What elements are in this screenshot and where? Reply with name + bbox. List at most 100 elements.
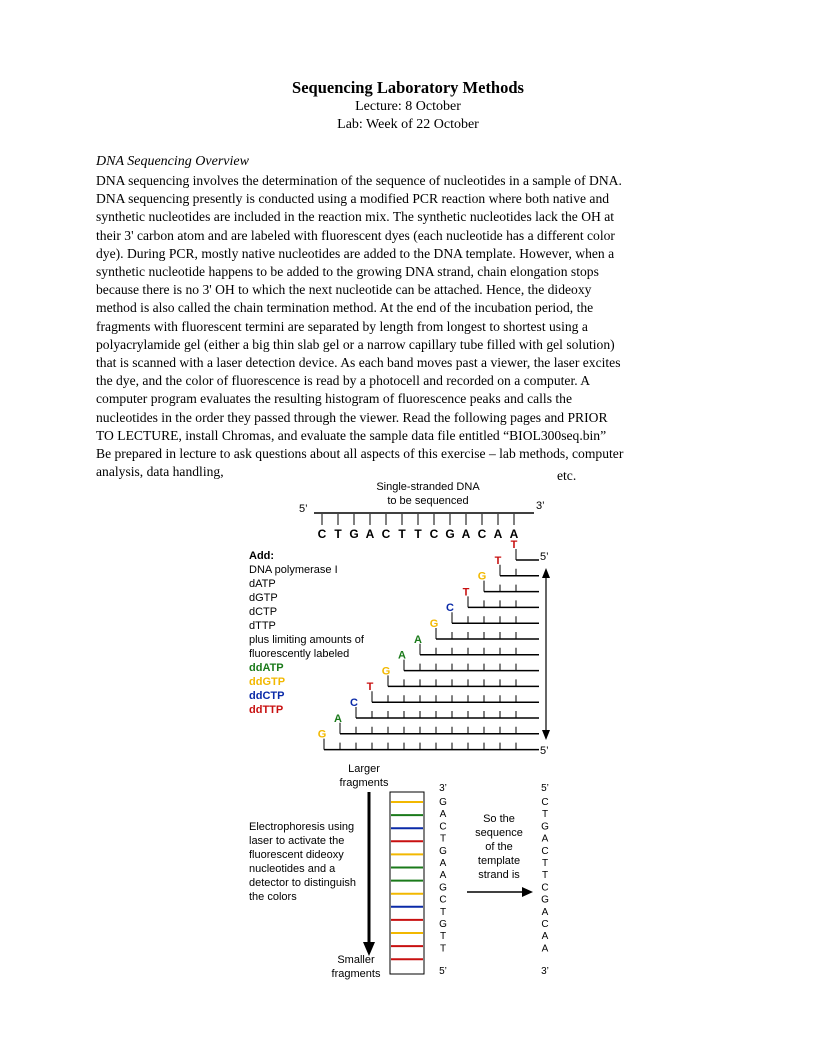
electrophoresis-text: Electrophoresis using laser to activate … (249, 821, 357, 903)
gel-read-base: G (439, 919, 447, 930)
length-arrow-down-head (542, 730, 550, 740)
smaller-fragments-label: Smaller fragments (318, 953, 394, 981)
reagent-item: plus limiting amounts of (249, 634, 364, 646)
larger-label-line: Larger (348, 763, 380, 775)
template-5-prime-label: 5’ (299, 503, 308, 515)
gel-read-base: G (439, 882, 447, 893)
template-read-base: A (542, 907, 549, 918)
paragraph-line: synthetic nucleotide happens to be added… (96, 264, 599, 280)
fragment-terminal-base: G (478, 571, 487, 583)
template-base: T (334, 527, 342, 541)
reagent-item: dGTP (249, 592, 278, 604)
paragraph-line: that is scanned with a laser detection d… (96, 355, 621, 371)
gel-read-base: T (440, 943, 446, 954)
ddttp-label: ddTTP (249, 704, 284, 716)
reagent-list: Add: DNA polymerase I dATP dGTP dCTP dTT… (249, 549, 364, 717)
paragraph-line: DNA sequencing involves the determinatio… (96, 173, 622, 188)
template-read-base: C (541, 882, 548, 893)
overview-paragraph: DNA sequencing involves the determinatio… (96, 172, 726, 481)
gel-read-base: T (440, 931, 446, 942)
fragment-terminal-base: T (463, 586, 470, 598)
template-read-base: T (542, 858, 548, 869)
template-base: C (478, 527, 487, 541)
gel-read-base: A (440, 809, 447, 820)
fragment-terminal-base: T (495, 555, 502, 567)
paragraph-line: dye). During PCR, mostly native nucleoti… (96, 245, 615, 261)
paragraph-line: DNA sequencing presently is conducted us… (96, 191, 610, 207)
gel-read-base: G (439, 797, 447, 808)
template-base: G (349, 527, 358, 541)
result-arrow-head (522, 887, 533, 897)
template-base: A (494, 527, 503, 541)
gel-read-base: T (440, 907, 446, 918)
fragment-terminal-base: G (318, 729, 327, 741)
smaller-label-line: Smaller (337, 954, 375, 966)
template-base: G (445, 527, 454, 541)
gel-read-base: C (439, 895, 446, 906)
template-3-prime-label: 3’ (536, 500, 545, 512)
add-heading: Add: (249, 550, 275, 562)
fragment-terminal-base: T (367, 681, 374, 693)
template-base: A (462, 527, 471, 541)
template-read-base: A (542, 834, 549, 845)
gel-read-base: T (440, 834, 446, 845)
lab-date: Lab: Week of 22 October (337, 117, 479, 132)
paragraph-line: computer program evaluates the resulting… (96, 391, 572, 407)
smaller-label-line: fragments (331, 968, 381, 980)
paragraph-line: method is also called the chain terminat… (96, 300, 594, 316)
template-base: T (398, 527, 406, 541)
template-base: C (430, 527, 439, 541)
template-read-base: T (542, 809, 548, 820)
template-base: T (414, 527, 422, 541)
paragraph-line: fragments with fluorescent termini are s… (96, 318, 588, 334)
paragraph-line: their 3' carbon atom and are labeled wit… (96, 227, 615, 243)
fragment-terminal-base: A (398, 650, 406, 662)
larger-label-line: fragments (339, 777, 389, 789)
paragraph-line: polyacrylamide gel (either a big thin sl… (96, 336, 615, 352)
migration-arrow-head (363, 942, 375, 956)
gel-read-base: A (440, 858, 447, 869)
ladder-bottom-5-prime-label: 5’ (540, 745, 549, 757)
template-read-top-label: 5’ (541, 783, 549, 794)
reagent-item: DNA polymerase I (249, 564, 338, 576)
template-read-base: A (542, 943, 549, 954)
template-read-base: C (541, 797, 548, 808)
paragraph-line: nucleotides in the order they passed thr… (96, 409, 608, 425)
template-base: A (510, 527, 519, 541)
template-read-base: G (541, 895, 549, 906)
length-arrow-up-head (542, 568, 550, 578)
template-label-line: Single-stranded DNA (376, 481, 480, 493)
template-read-base: G (541, 821, 549, 832)
gel-read-bottom-label: 5’ (439, 966, 447, 977)
gel-read-top-label: 3’ (439, 783, 447, 794)
gel-read-base: A (440, 870, 447, 881)
reagent-item: dATP (249, 578, 276, 590)
reagent-item: dTTP (249, 620, 276, 632)
ddgtp-label: ddGTP (249, 676, 286, 688)
gel-read-base: G (439, 846, 447, 857)
template-read-base: C (541, 919, 548, 930)
so-text-line: template (477, 855, 521, 867)
template-base: A (366, 527, 375, 541)
paragraph-line: synthetic nucleotides are included in th… (96, 209, 615, 225)
so-sequence-text: So the sequence of the template strand i… (466, 812, 532, 882)
reagent-item: dCTP (249, 606, 278, 618)
ddctp-label: ddCTP (249, 690, 285, 702)
template-label-line: to be sequenced (387, 495, 469, 507)
lecture-date: Lecture: 8 October (355, 99, 461, 114)
ladder-top-5-prime-label: 5’ (540, 551, 549, 563)
template-read-base: C (541, 846, 548, 857)
fragment-terminal-base: G (430, 618, 439, 630)
fragment-terminal-base: G (382, 665, 391, 677)
paragraph-line: because there is no 3' OH to which the n… (96, 282, 592, 298)
paragraph-line: Be prepared in lecture to ask questions … (96, 446, 624, 462)
larger-fragments-label: Larger fragments (326, 762, 402, 790)
so-text-line: So the (483, 813, 515, 825)
template-label: Single-stranded DNA to be sequenced (358, 480, 498, 508)
paragraph-line: analysis, data handling, (96, 464, 224, 480)
template-read-base: A (542, 931, 549, 942)
gel-lane (389, 791, 425, 975)
template-read-bottom-label: 3’ (541, 966, 549, 977)
reagent-item: fluorescently labeled (249, 648, 350, 660)
fragment-terminal-base: C (350, 697, 358, 709)
